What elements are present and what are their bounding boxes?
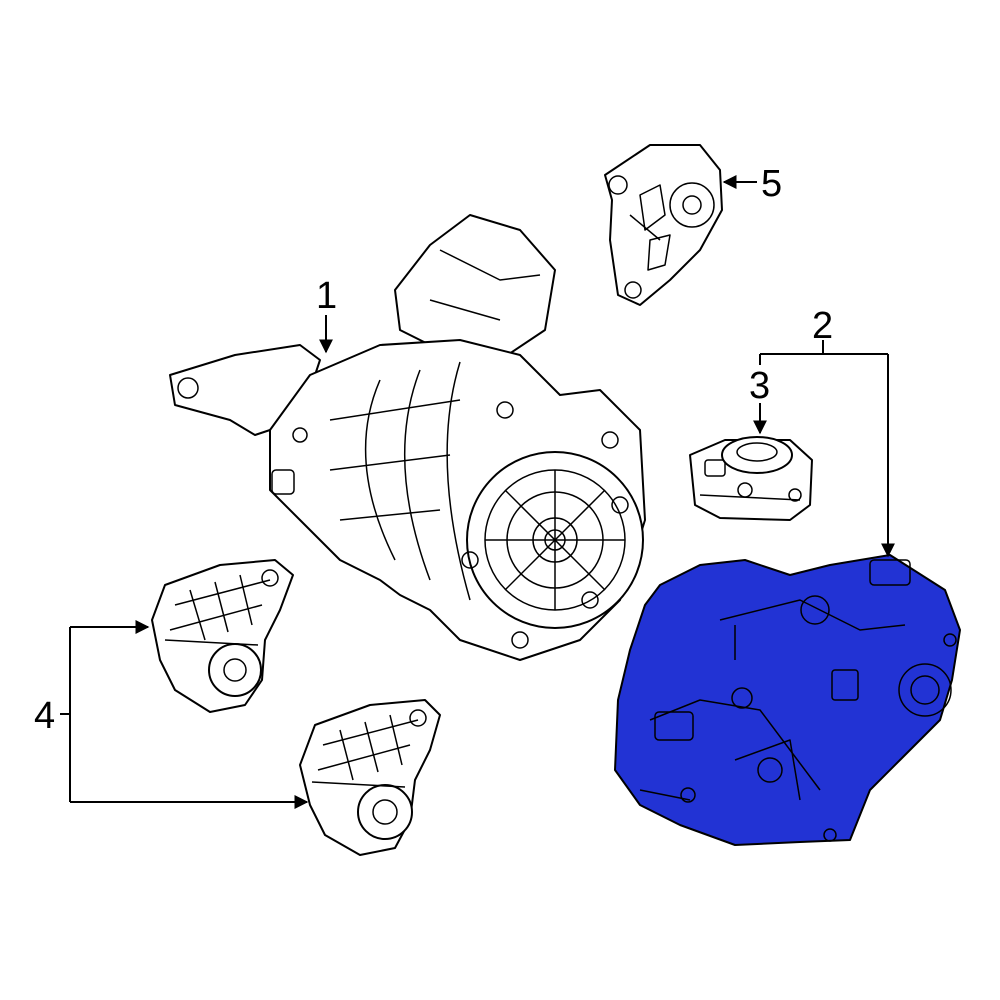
callout-3: 3 <box>749 365 770 407</box>
mount-part-4-lower[interactable] <box>299 699 441 856</box>
drive-unit-part-1[interactable] <box>169 214 646 661</box>
callout-4: 4 <box>34 695 55 737</box>
transmission-part-2[interactable] <box>614 554 961 846</box>
leader-lines <box>60 175 895 809</box>
mount-part-4-upper[interactable] <box>151 559 294 713</box>
callout-1: 1 <box>316 275 337 317</box>
callout-5: 5 <box>761 163 782 205</box>
mount-part-3[interactable] <box>689 436 813 521</box>
mount-bracket-part-5[interactable] <box>604 144 723 306</box>
callout-2: 2 <box>812 305 833 347</box>
